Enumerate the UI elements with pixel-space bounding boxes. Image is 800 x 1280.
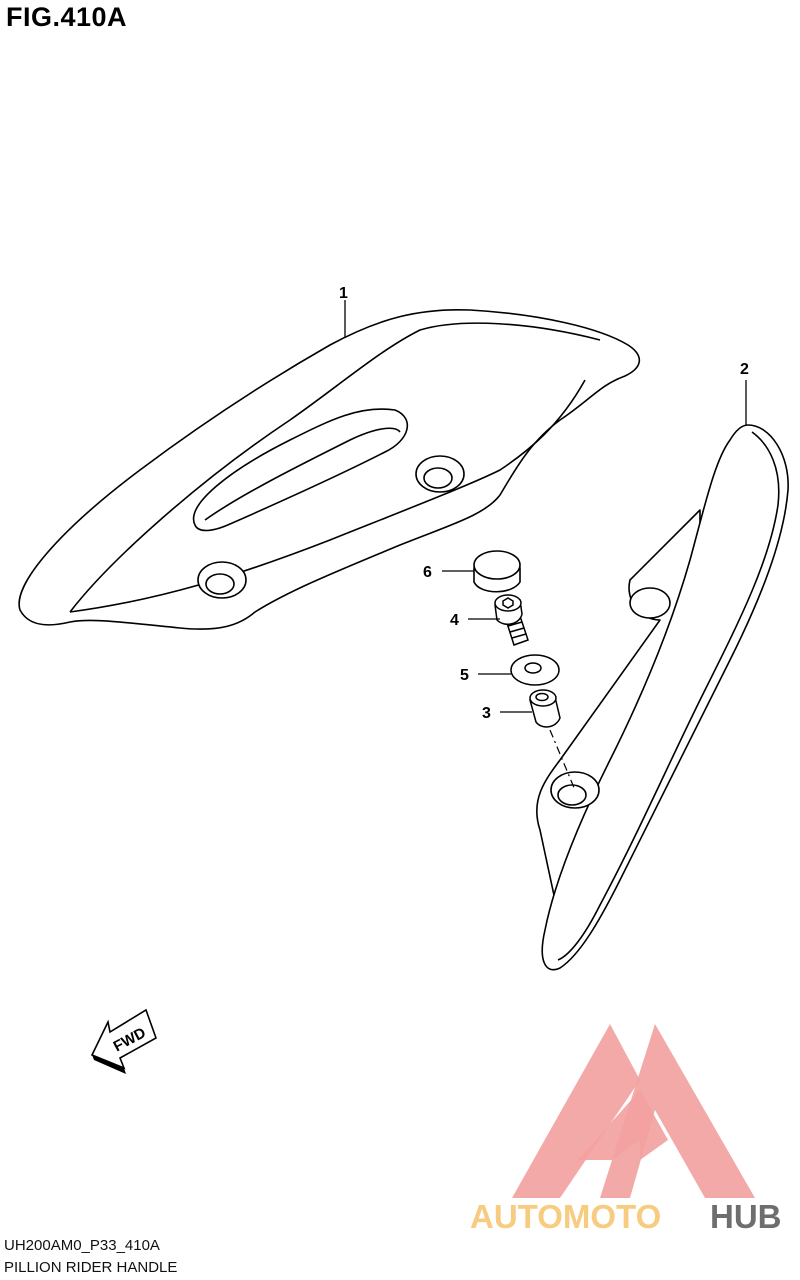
thread-line xyxy=(507,621,523,627)
part-2-mount-hole-lower-inner xyxy=(557,784,587,806)
part-3-collar-hole xyxy=(535,692,549,702)
part-1-slot-inner-edge xyxy=(204,427,401,521)
logo-triangle-right xyxy=(600,1024,755,1198)
part-1-lower-ridge xyxy=(69,379,586,613)
part-1-left-handle xyxy=(18,308,641,630)
part-5-washer xyxy=(510,654,560,686)
part-1-mount-hole-rear-inner xyxy=(205,573,235,595)
part-1-mount-hole-front-inner xyxy=(423,467,453,489)
callout-5: 5 xyxy=(460,667,469,684)
part-2-right-handle xyxy=(536,424,789,971)
logo-triangle-left xyxy=(512,1024,640,1198)
part-6-cap-top xyxy=(473,550,521,580)
leader-lines xyxy=(344,300,747,713)
footer-drawing-code: UH200AM0_P33_410A xyxy=(4,1237,160,1254)
hex-socket-icon xyxy=(502,597,514,609)
fwd-arrow-shape xyxy=(90,1008,157,1070)
callout-4: 4 xyxy=(450,612,459,629)
automotohub-logo: AUTOMOTO HUB xyxy=(470,1024,782,1235)
part-2-outline xyxy=(541,424,789,971)
logo-text-hub: HUB xyxy=(710,1198,782,1235)
logo-text-automoto: AUTOMOTO xyxy=(470,1198,661,1235)
figure-title: FIG.410A xyxy=(6,2,128,32)
thread-line xyxy=(511,633,527,639)
part-4-bolt xyxy=(494,594,529,646)
callout-3: 3 xyxy=(482,705,491,722)
part-5-washer-hole xyxy=(524,662,542,674)
callout-6: 6 xyxy=(423,564,432,581)
part-6-cap xyxy=(473,550,521,593)
part-1-inner-rim xyxy=(69,322,601,613)
part-2-inner-edge xyxy=(557,431,780,961)
part-2-mount-hole-upper xyxy=(629,587,671,619)
callout-2: 2 xyxy=(740,361,749,378)
part-4-bolt-head-top xyxy=(494,594,522,612)
fwd-arrow-icon: FWD xyxy=(90,1008,157,1074)
thread-line xyxy=(509,627,525,633)
part-3-collar xyxy=(529,689,561,728)
logo-inner-mark xyxy=(578,1090,668,1160)
footer-part-name: PILLION RIDER HANDLE xyxy=(4,1259,178,1276)
assembly-center-line xyxy=(549,729,576,791)
part-1-grip-slot xyxy=(192,408,409,532)
callout-1: 1 xyxy=(339,285,348,302)
fwd-arrow-shadow xyxy=(92,1055,126,1074)
